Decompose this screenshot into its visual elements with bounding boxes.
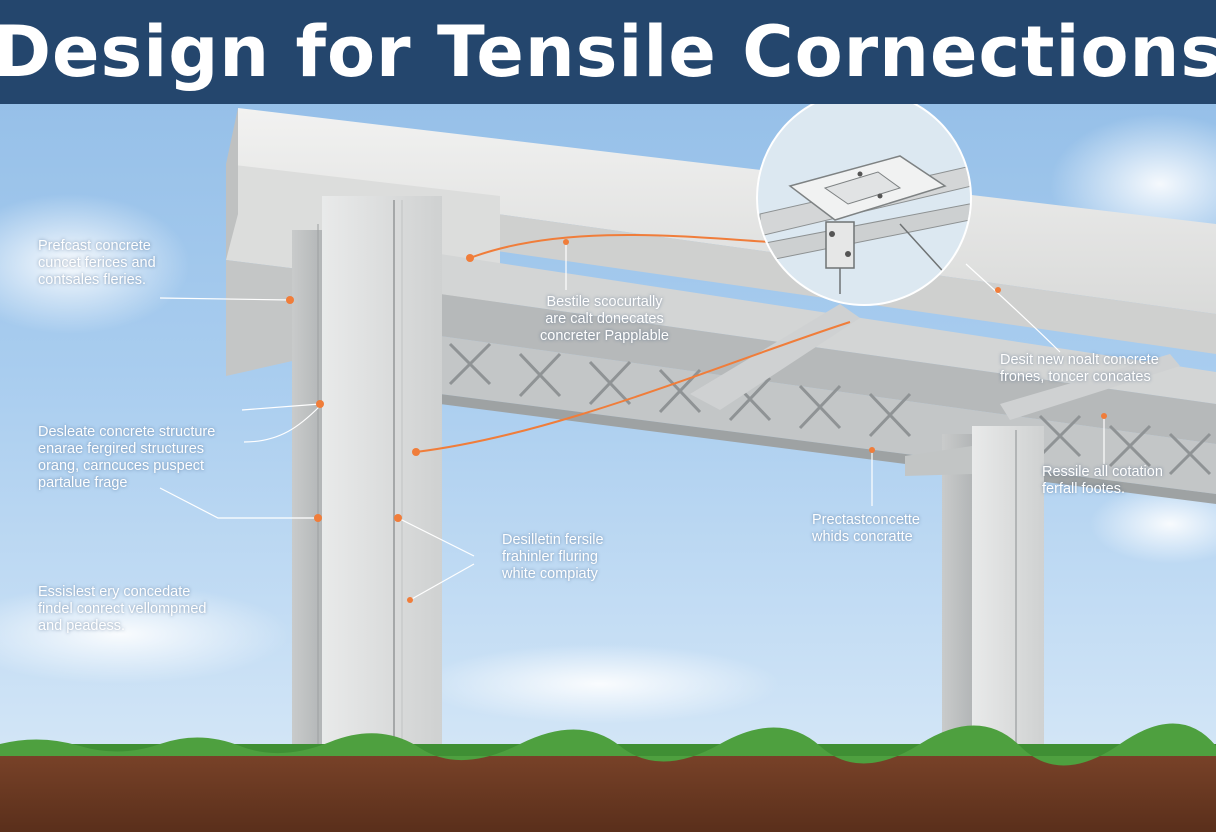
label-line: Desit new noalt concrete [1000, 352, 1159, 368]
label-line: ferfall footes. [1042, 481, 1126, 497]
label-line: whids concratte [812, 529, 913, 545]
label-line: frones, toncer concates [1000, 369, 1151, 385]
leader-lines [159, 244, 1105, 601]
left-column [292, 196, 442, 748]
label-upper-left: Prefcast concrete cuncet ferices and con… [38, 238, 156, 289]
label-column-mid: Desilletin fersile frahinler fluring whi… [502, 532, 604, 583]
callout-lines [415, 234, 851, 453]
label-line: orang, carncuces puspect [38, 458, 205, 474]
label-line: partalue frage [38, 475, 128, 491]
label-line: Ressile all cotation [1042, 464, 1163, 480]
structure-illustration [0, 104, 1216, 832]
right-column [905, 426, 1044, 746]
label-lower-left: Essislest ery concedate findel conrect v… [38, 584, 206, 635]
clouds [0, 114, 1216, 724]
label-center-middle: Prectastconcette whids concratte [812, 512, 920, 546]
label-line: Desilletin fersile [502, 532, 604, 548]
label-line: Prefcast concrete [38, 238, 151, 254]
label-line: Prectastconcette [812, 512, 920, 528]
label-center-top: Bestile scocurtally are calt donecates c… [540, 294, 669, 345]
title-bar: Design for Tensile Cornections [0, 0, 1216, 104]
label-right-top: Desit new noalt concrete frones, toncer … [1000, 352, 1159, 386]
label-line: Desleate concrete structure [38, 424, 216, 440]
label-line: white compiaty [502, 566, 598, 582]
label-line: enarae fergired structures [38, 441, 205, 457]
label-line: and peadess. [38, 618, 126, 634]
page-title: Design for Tensile Cornections [0, 11, 1216, 93]
label-left-middle: Desleate concrete structure enarae fergi… [38, 424, 215, 492]
label-line: concreter Papplable [540, 328, 669, 344]
label-line: Essislest ery concedate [38, 584, 191, 600]
label-line: findel conrect vellompmed [38, 601, 207, 617]
label-line: Bestile scocurtally [546, 294, 663, 310]
label-line: cuncet ferices and [38, 255, 156, 271]
ground [0, 723, 1216, 832]
label-line: are calt donecates [545, 311, 664, 327]
label-line: frahinler fluring [502, 549, 598, 565]
label-right-middle: Ressile all cotation ferfall footes. [1042, 464, 1163, 498]
callout-dots [286, 239, 1107, 603]
label-line: contsales fleries. [38, 272, 146, 288]
